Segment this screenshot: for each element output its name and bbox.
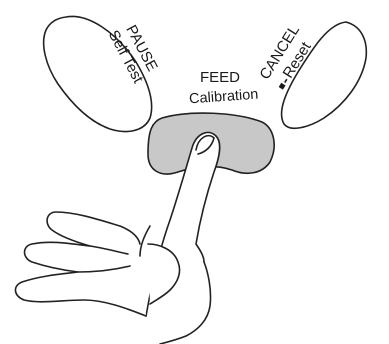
pause-label-group: PAUSE Self Test	[105, 19, 163, 87]
hand-pressing-icon	[15, 132, 219, 344]
calibration-label: Calibration	[189, 87, 259, 108]
feed-title: FEED	[200, 69, 240, 86]
cancel-label-group: CANCEL Reset	[256, 22, 319, 93]
calibration-label-group: Calibration	[189, 87, 259, 108]
hold-dot-dash-icon	[279, 78, 289, 90]
